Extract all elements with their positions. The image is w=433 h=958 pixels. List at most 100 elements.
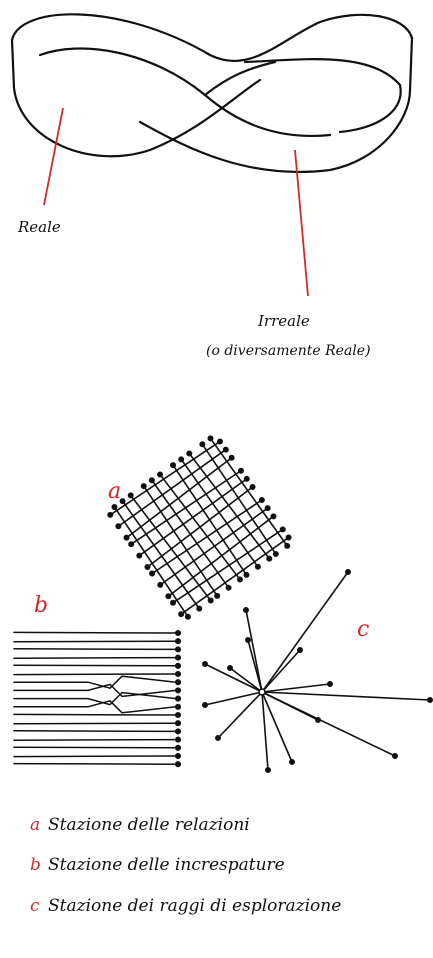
ripple-line	[14, 714, 176, 715]
ripple-dot	[176, 688, 181, 693]
grid-dot	[285, 544, 289, 548]
grid-dot	[129, 493, 133, 497]
ripple-dot	[176, 729, 181, 734]
ripple-dot	[176, 639, 181, 644]
ripple-line	[14, 676, 176, 688]
grid-dot	[145, 565, 149, 569]
grid-dot	[239, 469, 243, 473]
grid-dot	[244, 573, 248, 577]
grid-line	[118, 450, 225, 527]
ray-dot	[203, 662, 207, 666]
ray-dot	[290, 760, 294, 764]
legend: a Stazione delle relazioni b Stazione de…	[30, 815, 341, 916]
grid-dot	[124, 535, 128, 539]
label-reale: Reale	[17, 218, 61, 236]
legend-letter-c: c	[30, 896, 40, 916]
grid-dot	[116, 524, 120, 528]
ripple-dot	[176, 746, 181, 751]
ripple-line	[14, 731, 176, 732]
mobius-left-top-edge	[12, 14, 412, 61]
ripple-line	[14, 723, 176, 724]
grid-dot	[226, 585, 230, 589]
grid-dot	[150, 571, 154, 575]
grid-dot	[179, 612, 183, 616]
ripple-dot	[176, 696, 181, 701]
station-b-letter: b	[34, 593, 48, 618]
ripple-line	[14, 740, 176, 741]
ripple-line	[14, 701, 176, 713]
grid-dot	[120, 499, 124, 503]
grid-dot	[179, 457, 183, 461]
ripple-dot	[176, 631, 181, 636]
legend-text-a: Stazione delle relazioni	[48, 815, 250, 835]
legend-text-c: Stazione dei raggi di esplorazione	[48, 896, 341, 916]
grid-dot	[208, 598, 212, 602]
ray-dot	[428, 698, 432, 702]
mobius-strip	[12, 14, 412, 172]
grid-dot	[286, 535, 290, 539]
ray-dot	[216, 736, 220, 740]
ray-dot	[266, 768, 270, 772]
ray-dot	[393, 754, 397, 758]
ray-dot	[298, 648, 302, 652]
grid-dot	[197, 606, 201, 610]
ray-dot	[328, 682, 332, 686]
ray-line	[218, 692, 262, 738]
ray-center	[259, 689, 265, 695]
grid-line	[181, 537, 288, 614]
ripple-line	[14, 764, 176, 765]
grid-dot	[186, 615, 190, 619]
grid-dot	[166, 594, 170, 598]
grid-dot	[171, 601, 175, 605]
grid-dot	[267, 556, 271, 560]
ripple-dot	[176, 754, 181, 759]
grid-dot	[137, 553, 141, 557]
legend-item-c: c Stazione dei raggi di esplorazione	[30, 896, 341, 916]
ray-line	[262, 684, 330, 692]
station-c-letter: c	[357, 617, 369, 642]
station-b-ripples	[14, 631, 180, 767]
grid-dot	[245, 477, 249, 481]
ripple-line	[14, 756, 176, 757]
ripple-dot	[176, 713, 181, 718]
mobius-right-side	[410, 38, 412, 90]
station-a-letter: a	[108, 479, 121, 504]
grid-dot	[158, 472, 162, 476]
ray-line	[205, 664, 262, 692]
ray-dot	[346, 570, 350, 574]
mobius-left-inner-edge	[40, 48, 330, 135]
grid-dot	[187, 451, 191, 455]
legend-letter-a: a	[30, 815, 40, 835]
ripple-dot	[176, 647, 181, 652]
grid-dot	[238, 577, 242, 581]
grid-dot	[265, 506, 269, 510]
legend-letter-b: b	[30, 855, 41, 875]
ripple-dot	[176, 737, 181, 742]
grid-dot	[171, 463, 175, 467]
grid-dot	[208, 436, 212, 440]
ray-line	[262, 650, 300, 692]
ripple-dot	[176, 721, 181, 726]
grid-dot	[112, 505, 116, 509]
station-c-rays	[203, 570, 432, 772]
ray-dot	[228, 666, 232, 670]
ray-line	[262, 692, 318, 720]
grid-line	[202, 444, 275, 554]
mobius-right-inner-edge	[245, 59, 401, 132]
ripple-dot	[176, 762, 181, 767]
legend-item-a: a Stazione delle relazioni	[30, 815, 250, 835]
grid-dot	[215, 594, 219, 598]
grid-dot	[218, 439, 222, 443]
grid-dot	[200, 442, 204, 446]
ripple-line	[14, 674, 176, 675]
ripple-dot	[176, 664, 181, 669]
ray-dot	[246, 638, 250, 642]
ray-line	[205, 692, 262, 705]
grid-dot	[250, 485, 254, 489]
ripple-dot	[176, 655, 181, 660]
ray-line	[248, 640, 262, 692]
grid-dot	[274, 552, 278, 556]
grid-dot	[281, 527, 285, 531]
ripple-line	[14, 693, 176, 705]
